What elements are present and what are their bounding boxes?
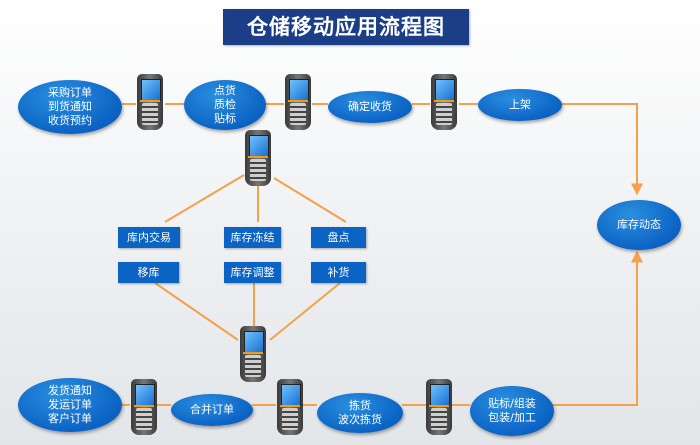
connector-line [269,282,341,341]
node-transaction: 库内交易 [118,227,180,248]
arrow-from-bottom-to-inventory [552,250,643,406]
node-adjust: 库存调整 [224,262,281,283]
node-inspect: 点货 质检 贴标 [184,80,266,130]
handheld-terminal-icon [131,379,157,435]
connector-line [154,282,239,341]
node-label-pack: 贴标/组装 包装/加工 [470,386,554,436]
node-freeze: 库存冻结 [224,227,281,248]
node-shelve: 上架 [478,89,562,121]
node-pick: 拣货 波次拣货 [317,393,403,433]
handheld-terminal-icon [245,130,271,186]
node-purchase: 采购订单 到货通知 收货预约 [18,80,122,134]
node-move: 移库 [118,262,179,283]
node-inventory-status: 库存动态 [597,200,681,250]
handheld-terminal-icon [426,379,452,435]
page-title: 仓储移动应用流程图 [223,9,469,45]
handheld-terminal-icon [277,379,303,435]
connector-line [273,177,347,223]
handheld-terminal-icon [137,74,163,130]
arrow-to-inventory [562,103,643,196]
node-confirm: 确定收货 [328,91,412,123]
handheld-terminal-icon [431,74,457,130]
node-replenish: 补货 [311,262,366,283]
node-shipping: 发货通知 发运订单 客户订单 [18,378,122,432]
handheld-terminal-icon [240,326,266,382]
connector-line [164,174,245,223]
handheld-terminal-icon [285,74,311,130]
node-count: 盘点 [311,227,366,248]
node-merge: 合并订单 [171,394,253,426]
